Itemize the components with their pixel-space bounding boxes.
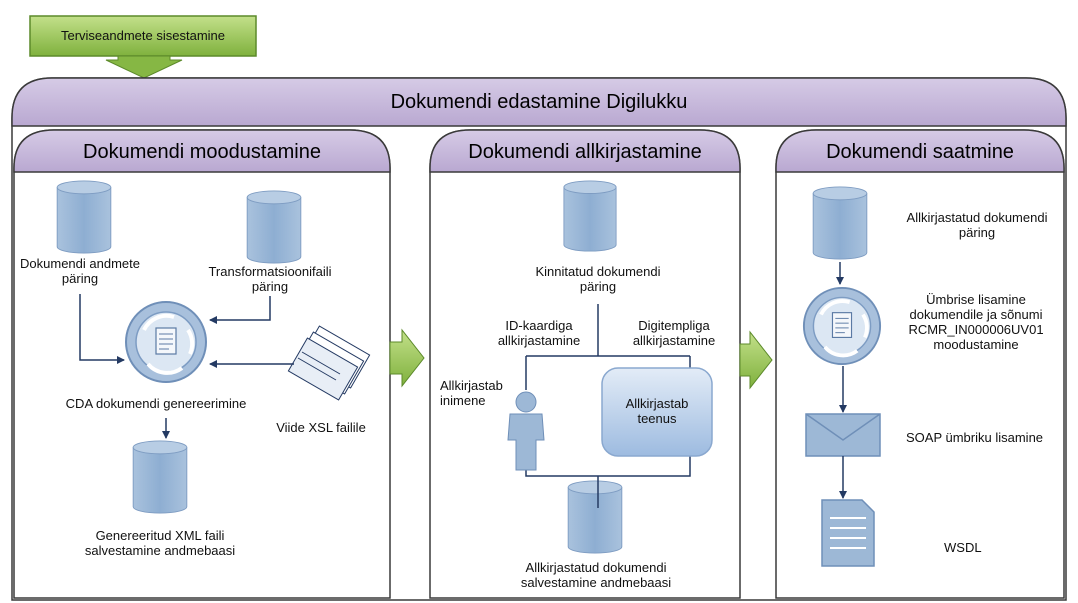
cda-generation-label: CDA dokumendi genereerimine: [65, 396, 247, 411]
person-icon: [507, 391, 545, 471]
process-cycle-icon: [124, 300, 208, 384]
process-cycle-icon: [802, 286, 882, 366]
flow-arrow-2: [739, 330, 773, 390]
outer-panel-header: [11, 77, 1067, 127]
database-icon: [246, 190, 302, 264]
person-signs-label: Allkirjastab inimene: [440, 378, 503, 408]
envelope-icon: [805, 413, 881, 457]
database-icon: [563, 180, 617, 252]
xsl-reference-label: Viide XSL failile: [276, 420, 366, 435]
panel-3-title: Dokumendi saatmine: [826, 141, 1014, 163]
panel-1-title: Dokumendi moodustamine: [83, 141, 321, 163]
xsl-documents-icon: [287, 325, 371, 401]
signed-save-label: Allkirjastatud dokumendi salvestamine an…: [520, 560, 672, 590]
xml-save-label: Genereeritud XML faili salvestamine andm…: [84, 528, 236, 558]
id-card-signing-label: ID-kaardiga allkirjastamine: [497, 318, 581, 348]
start-step-label: Terviseandmete sisestamine: [60, 28, 226, 43]
panel-3: [775, 129, 1065, 599]
confirmed-query-label: Kinnitatud dokumendi päring: [535, 264, 661, 294]
outer-panel-title: Dokumendi edastamine Digilukku: [390, 91, 688, 113]
transform-query-label: Transformatsioonifaili päring: [208, 264, 332, 294]
database-icon: [812, 186, 868, 260]
database-icon: [132, 440, 188, 514]
database-icon: [567, 480, 623, 554]
database-icon: [56, 180, 112, 254]
down-arrow-icon: [105, 55, 183, 79]
panel-2-title: Dokumendi allkirjastamine: [468, 141, 702, 163]
service-signs-label: Allkirjastab teenus: [625, 396, 689, 426]
panel-2: [429, 129, 741, 599]
soap-envelope-label: SOAP ümbriku lisamine: [906, 430, 1044, 445]
wsdl-document-icon: [821, 499, 875, 567]
db-query-label: Dokumendi andmete päring: [20, 256, 140, 286]
wsdl-label: WSDL: [944, 540, 982, 555]
signed-query-label: Allkirjastatud dokumendi päring: [906, 210, 1048, 240]
flow-arrow-1: [389, 328, 425, 388]
stamp-signing-label: Digitempliga allkirjastamine: [632, 318, 716, 348]
service-box: [601, 367, 713, 457]
envelope-message-label: Ümbrise lisamine dokumendile ja sõnumi R…: [908, 292, 1044, 352]
start-step: [29, 15, 257, 79]
panel-1: [13, 129, 391, 599]
